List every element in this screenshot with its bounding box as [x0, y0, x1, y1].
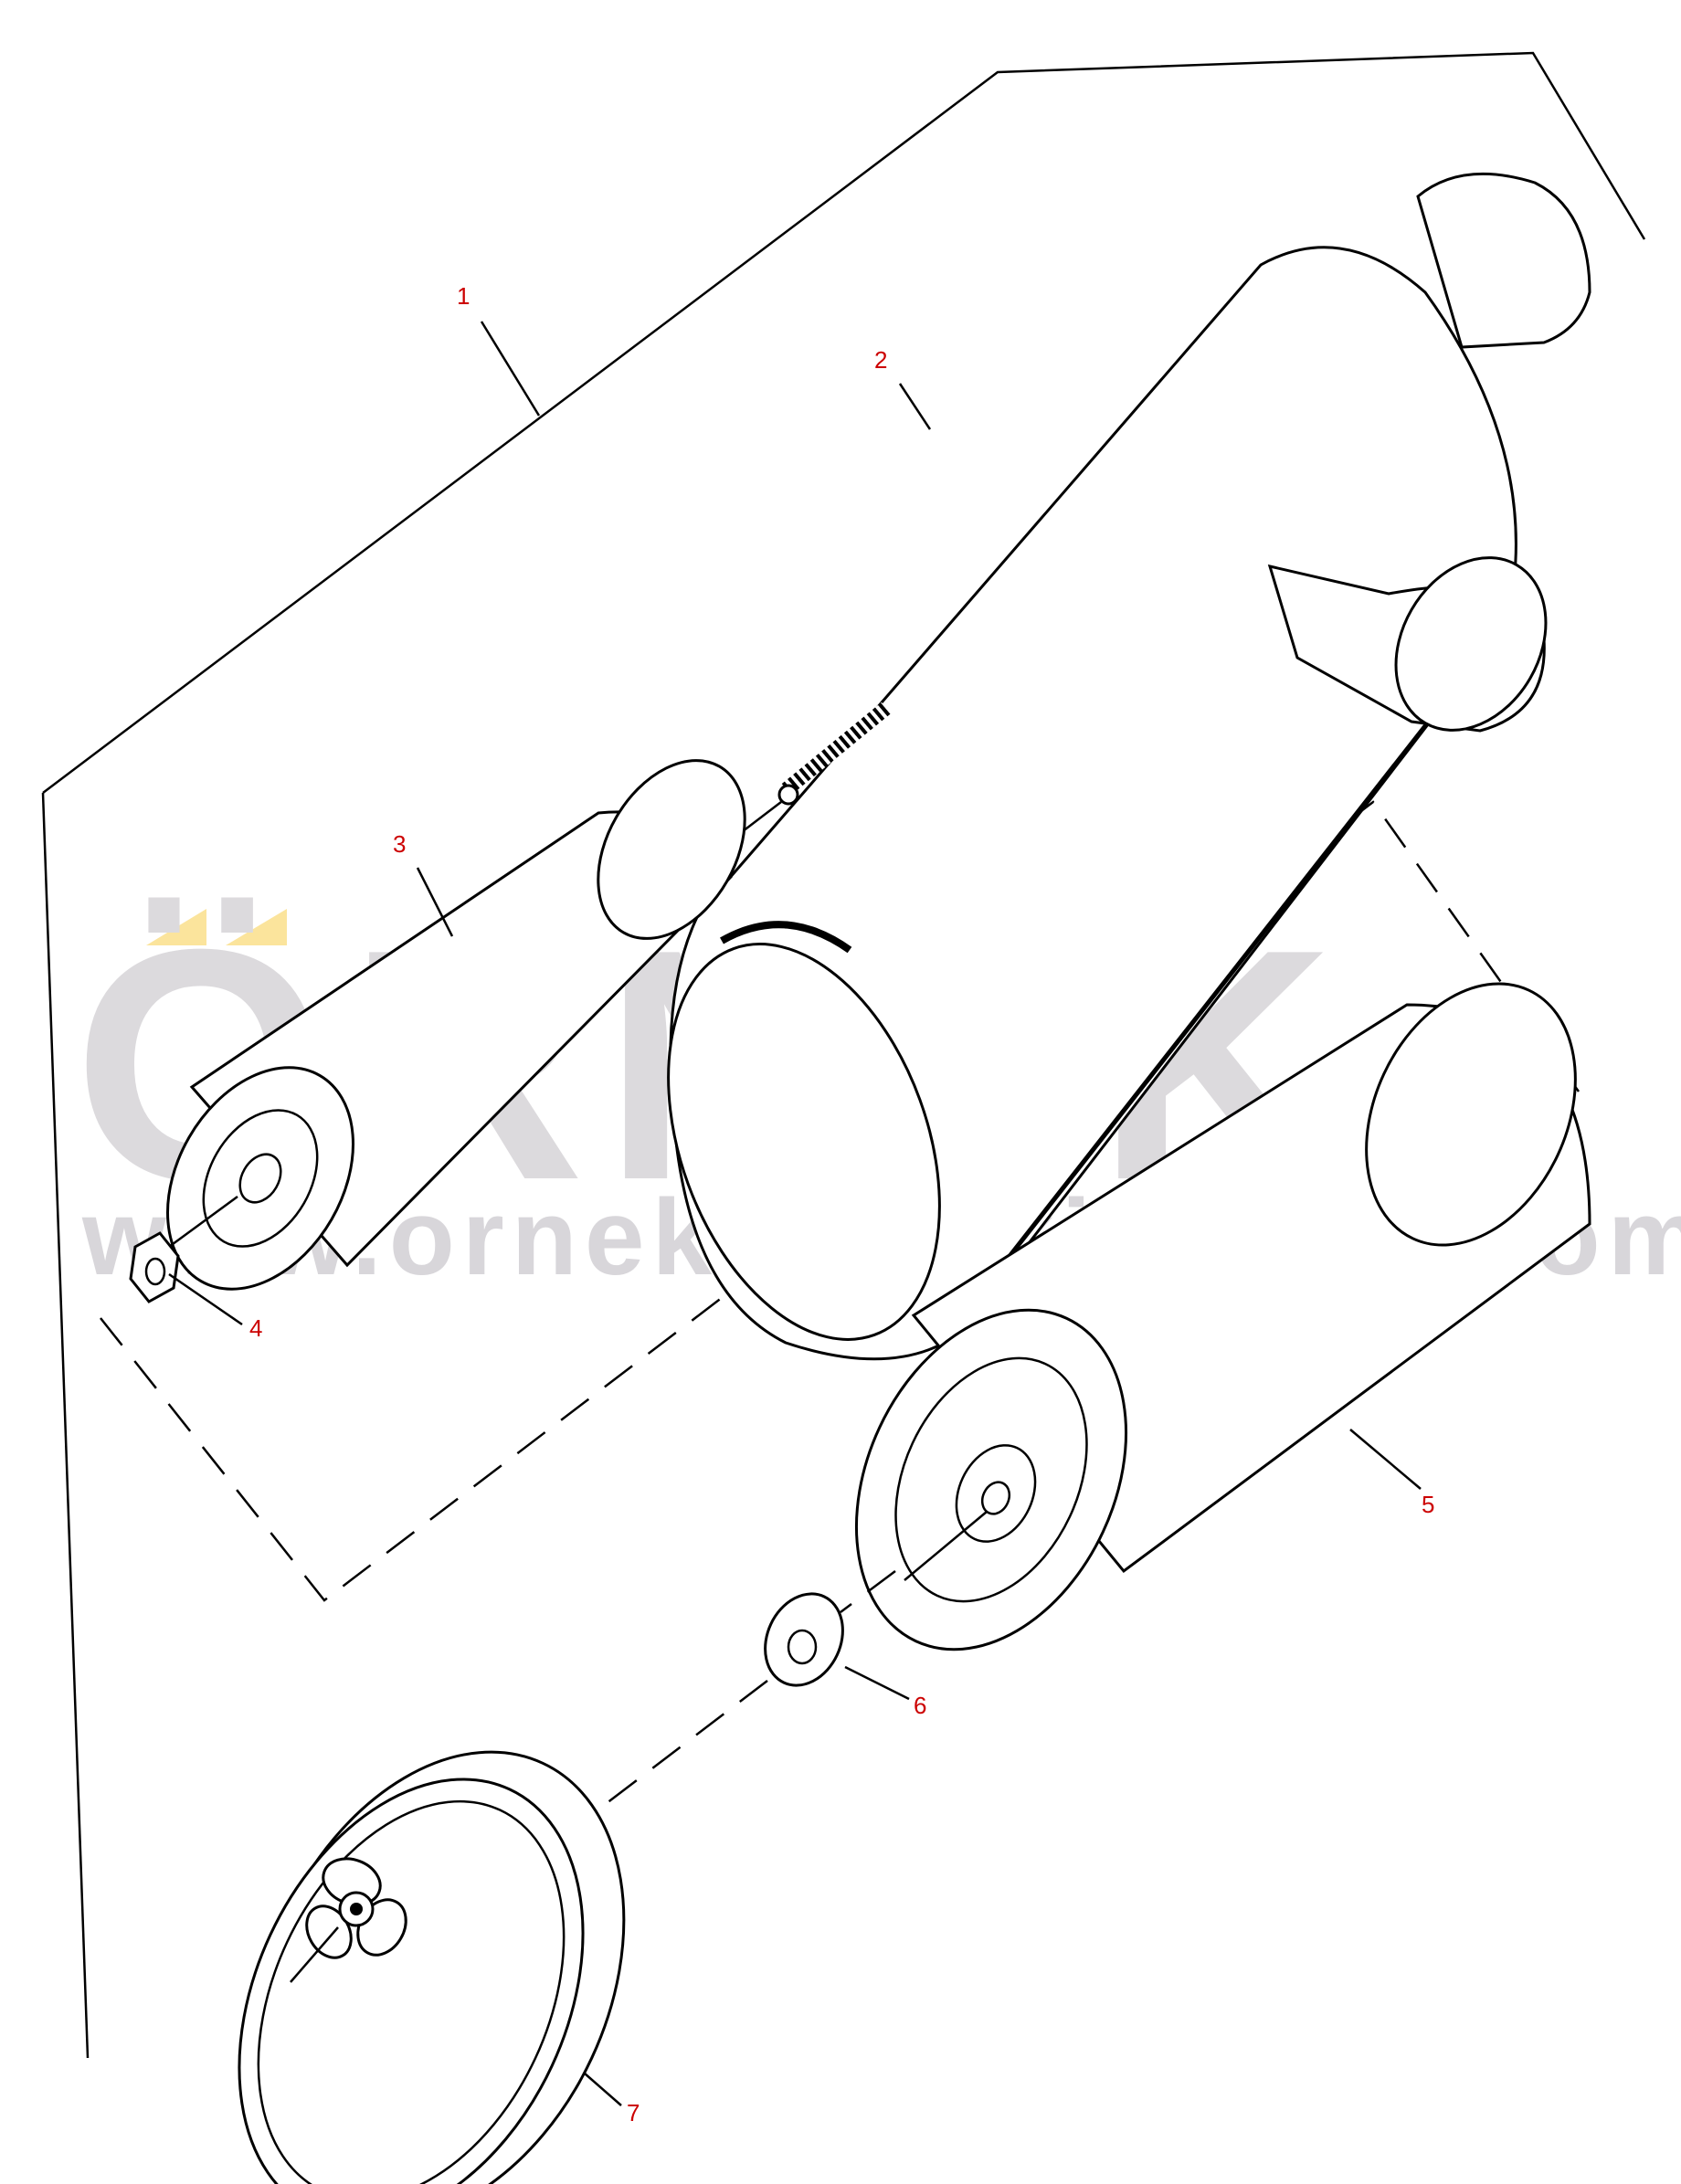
callout-3: 3: [393, 830, 406, 858]
leader-lines: [168, 321, 1422, 2106]
callout-6: 6: [914, 1692, 926, 1719]
nut-4: [129, 1231, 180, 1303]
nut-6: [575, 1570, 896, 1828]
callout-7: 7: [627, 2099, 640, 2126]
callout-5: 5: [1422, 1491, 1434, 1518]
filter-housing: [667, 172, 1591, 1361]
inner-safety-element: [166, 759, 746, 1291]
end-cover: [238, 1750, 626, 2184]
callout-4: 4: [249, 1314, 262, 1342]
outer-filter-element: [854, 982, 1591, 1651]
callouts: 1 2 3 4 5 6 7: [249, 282, 1434, 2126]
logo-accent-left: [146, 909, 206, 945]
callout-2: 2: [874, 346, 887, 374]
assembly-bracket: [41, 51, 1646, 2059]
logo-accent-right: [226, 909, 287, 945]
wing-nut: [305, 1857, 407, 1959]
callout-1: 1: [457, 282, 470, 310]
